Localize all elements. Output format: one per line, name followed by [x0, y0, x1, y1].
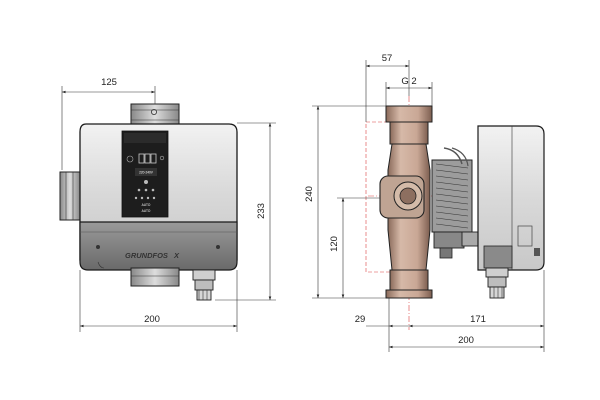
dimension-g2: G 2: [385, 76, 433, 106]
dimension-57: 57: [365, 53, 410, 122]
dim-label-200-front: 200: [144, 314, 160, 325]
dim-label-g2: G 2: [401, 76, 416, 87]
dim-label-233: 233: [256, 203, 267, 219]
dim-label-57: 57: [382, 53, 393, 64]
control-box-side: [477, 125, 545, 271]
cable-gland: [192, 269, 216, 301]
dimension-233: 233: [215, 122, 276, 301]
dim-label-240: 240: [304, 186, 315, 202]
control-panel: 220-240V AUTO AUTO: [121, 130, 169, 218]
dim-label-29: 29: [355, 314, 366, 325]
front-view: 220-240V AUTO AUTO GRUNDFOS X: [59, 77, 276, 332]
side-thread-fitting: [59, 171, 81, 221]
dim-label-125: 125: [101, 77, 117, 88]
dimension-200-front: 200: [79, 270, 238, 332]
motor-fins: [431, 147, 479, 259]
panel-auto-label: AUTO: [142, 209, 151, 213]
dim-label-120: 120: [329, 236, 340, 252]
voltage-label: 220-240V: [139, 170, 154, 174]
dimension-240: 240: [304, 105, 386, 299]
dimension-29-171: 29 171: [355, 270, 545, 352]
logo-dot-icon: [150, 109, 157, 116]
side-outlet-nut: [379, 175, 425, 219]
panel-mode-label: AUTO: [142, 203, 151, 207]
brand-mark: X: [173, 251, 180, 260]
top-inlet-nut: [130, 103, 180, 127]
bottom-outlet-nut: [130, 267, 180, 287]
cable-gland-side: [485, 267, 509, 299]
side-view: 57 G 2 240 120 29 1: [304, 53, 545, 352]
brand-logo: GRUNDFOS X: [125, 251, 180, 260]
dimension-200-side: 200: [388, 332, 544, 352]
mode-button-icon: [126, 155, 134, 163]
dim-label-200-side: 200: [458, 335, 474, 346]
dimension-120: 120: [329, 197, 380, 298]
dimension-125: 125: [61, 77, 156, 170]
status-led-icon: [144, 180, 148, 184]
dim-label-171: 171: [470, 314, 486, 325]
brand-name: GRUNDFOS: [125, 251, 168, 260]
